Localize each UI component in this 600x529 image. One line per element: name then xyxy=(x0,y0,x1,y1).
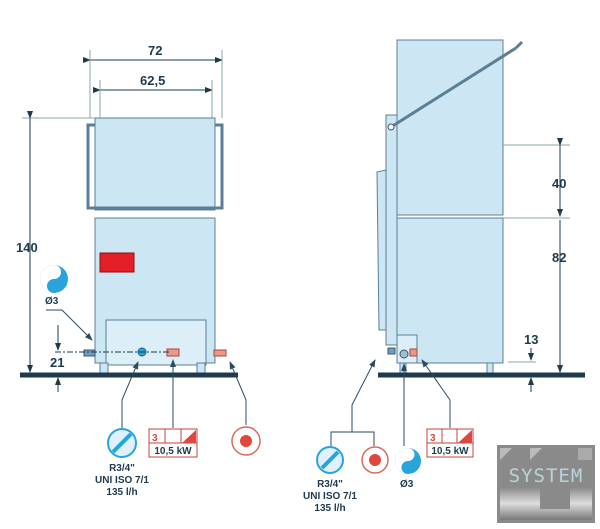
water-inlet-label-1: R3/4" xyxy=(109,463,135,474)
water-inlet-label-3: 135 l/h xyxy=(106,487,137,498)
dim-drain-height: 21 xyxy=(50,355,64,370)
water-inlet-side-label-3: 135 l/h xyxy=(314,503,345,514)
system-logo: SYSTEM xyxy=(497,445,595,523)
hood-handle xyxy=(86,123,224,210)
control-panel xyxy=(99,252,135,273)
drain-label: Ø3 xyxy=(45,296,59,307)
dim-height: 140 xyxy=(16,240,38,255)
dim-width-outer: 72 xyxy=(148,43,162,58)
electrical-power-side: 10,5 kW xyxy=(431,446,469,457)
drain-label-side: Ø3 xyxy=(400,479,414,490)
hood-lever xyxy=(390,46,517,129)
dim-connection-height: 13 xyxy=(524,332,538,347)
electrical-box-side: 3 10,5 kW xyxy=(426,428,474,458)
water-inlet-side-label-2: UNI ISO 7/1 xyxy=(303,491,357,502)
water-inlet-label-2: UNI ISO 7/1 xyxy=(95,475,149,486)
electrical-phases: 3 xyxy=(152,433,158,444)
electrical-power: 10,5 kW xyxy=(154,446,192,457)
logo-text: SYSTEM xyxy=(509,465,584,487)
hood xyxy=(94,117,216,211)
electrical-box: 3 10,5 kW xyxy=(148,428,198,458)
side-view: 40 82 13 R3/4" UNI ISO 7/1 135 l/h Ø3 3 … xyxy=(303,39,585,514)
electrical-phases-side: 3 xyxy=(430,433,436,444)
dim-body-height: 82 xyxy=(552,250,566,265)
water-inlet-side-label-1: R3/4" xyxy=(317,479,343,490)
front-view: 72 62,5 140 21 Ø3 R3/4" UNI ISO 7/1 135 xyxy=(16,43,261,498)
dim-width-inner: 62,5 xyxy=(140,73,165,88)
dim-hood-travel: 40 xyxy=(552,176,566,191)
